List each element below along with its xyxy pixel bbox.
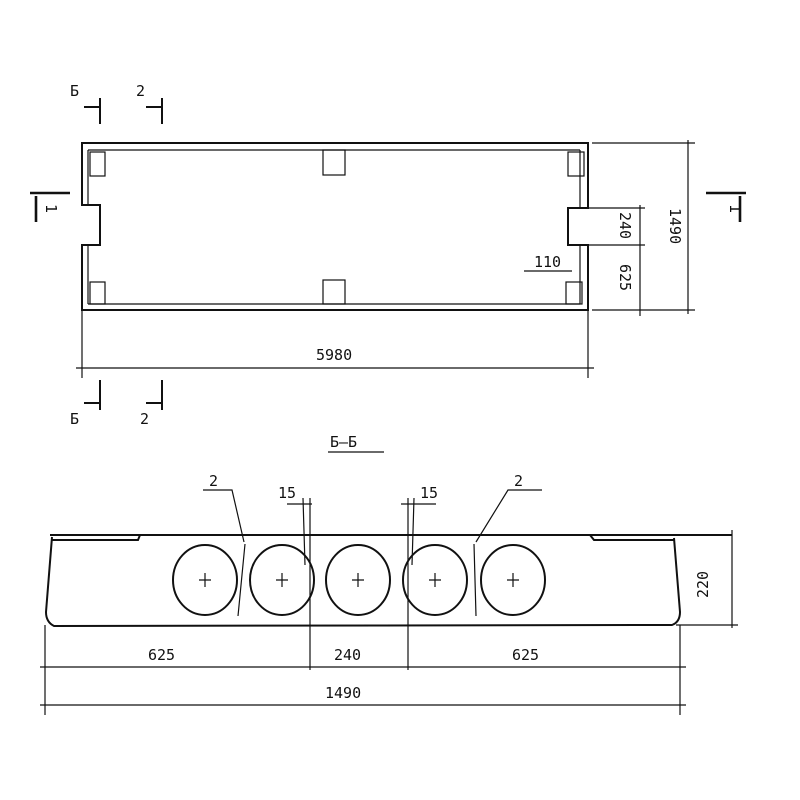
svg-text:240: 240 [334,646,361,664]
dim-height: 220 [676,530,738,628]
svg-text:2: 2 [514,472,523,490]
svg-text:1490: 1490 [325,684,361,702]
dim-notch: 240 [588,205,645,316]
dim-length: 5980 [76,310,594,378]
svg-text:240: 240 [616,212,634,239]
svg-text:1: 1 [726,204,744,213]
dim-width: 1490 [592,140,695,314]
svg-text:1: 1 [42,204,60,213]
svg-text:5980: 5980 [316,346,352,364]
dim-15-left: 15 [278,484,312,670]
section-mark-b-top: Б [70,82,101,124]
hollow-cores [172,544,546,616]
section-mark-2-top: 2 [136,82,163,124]
svg-text:220: 220 [694,571,712,598]
svg-text:2: 2 [209,472,218,490]
svg-text:625: 625 [512,646,539,664]
plan-pockets [89,149,585,305]
svg-text:110: 110 [534,253,561,271]
leader-2-left: 2 [203,472,246,617]
svg-text:2: 2 [136,82,145,100]
section-mark-b-bottom: Б [70,380,101,428]
section-view: Б–Б 2 2 15 15 220 [40,433,738,715]
svg-text:625: 625 [616,264,634,291]
section-title: Б–Б [330,433,357,451]
plan-view: Б 2 Б 2 1 1 5980 1490 [30,82,746,428]
svg-text:625: 625 [148,646,175,664]
svg-text:1490: 1490 [666,208,684,244]
dim-offset: 625 [616,264,634,291]
svg-text:15: 15 [278,484,296,502]
dim-notch-depth: 110 [524,253,572,272]
svg-text:Б: Б [70,410,79,428]
leader-2-right: 2 [473,472,542,617]
svg-text:2: 2 [140,410,149,428]
svg-text:Б: Б [70,82,79,100]
dim-15-right: 15 [401,484,438,670]
section-mark-2-bottom: 2 [140,380,163,428]
section-mark-1-left: 1 [30,191,70,222]
section-mark-1-right: 1 [706,191,746,222]
dim-row: 625 240 625 1490 [40,625,686,715]
plan-inner-line [87,149,581,305]
plan-outline [81,142,589,311]
section-outline [44,534,732,628]
svg-text:15: 15 [420,484,438,502]
